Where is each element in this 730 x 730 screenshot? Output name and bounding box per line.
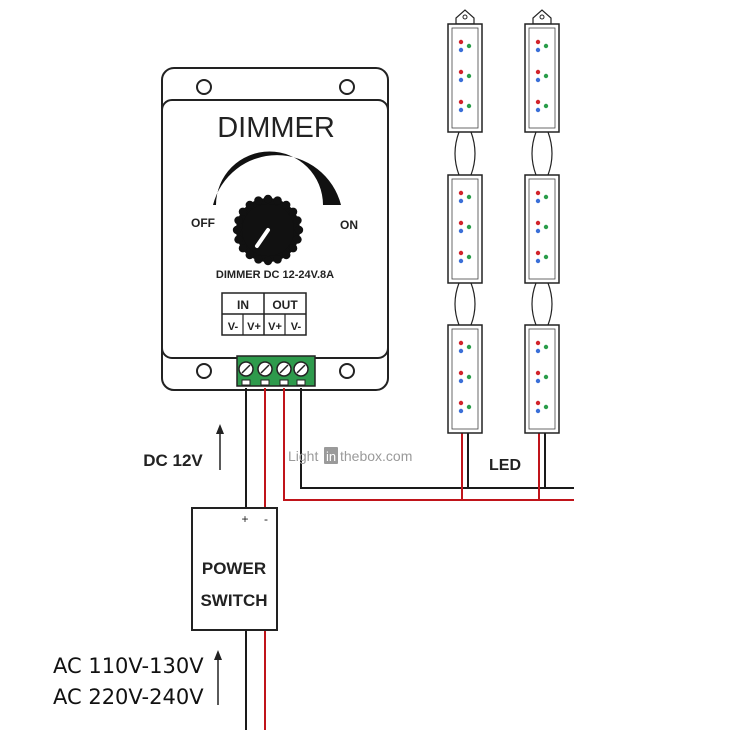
- rgb-led: [458, 250, 472, 264]
- in-label: IN: [237, 298, 249, 312]
- rgb-led: [458, 370, 472, 384]
- mounting-hole: [339, 79, 355, 95]
- dimmer-title: DIMMER: [217, 112, 335, 144]
- rgb-led: [535, 400, 549, 414]
- led-module: [524, 23, 560, 133]
- mounting-hole: [339, 363, 355, 379]
- led-strips: [447, 9, 560, 434]
- watermark: Light in thebox.com: [288, 447, 412, 464]
- led-module: [524, 174, 560, 284]
- led-module: [447, 174, 483, 284]
- terminal-label-block: IN OUT V- V+ V+ V-: [221, 292, 307, 336]
- led-label: LED: [489, 457, 521, 474]
- knob-pointer: [255, 228, 270, 248]
- watermark-boxed: in: [326, 449, 336, 464]
- terminal-screw: [257, 361, 273, 386]
- terminal-screw: [238, 361, 254, 386]
- terminal-label-2: V+: [247, 321, 261, 333]
- terminal-screw: [276, 361, 292, 386]
- led-strip: [447, 9, 483, 434]
- on-label: ON: [340, 218, 358, 232]
- led-strip: [524, 9, 560, 434]
- rgb-led: [458, 340, 472, 354]
- power-minus-label: -: [264, 512, 268, 526]
- rgb-led: [535, 220, 549, 234]
- wiring: [245, 388, 574, 730]
- rgb-led: [535, 340, 549, 354]
- led-module: [447, 324, 483, 434]
- dimmer-knob[interactable]: [232, 194, 304, 266]
- watermark-suffix: thebox.com: [340, 448, 412, 464]
- dimming-arc: [213, 151, 341, 205]
- dimmer-spec: DIMMER DC 12-24V.8A: [216, 269, 334, 281]
- mounting-hole: [196, 79, 212, 95]
- power-plus-label: +: [241, 512, 248, 526]
- rgb-led: [458, 69, 472, 83]
- rgb-led: [535, 250, 549, 264]
- rgb-led: [458, 400, 472, 414]
- led-module: [524, 324, 560, 434]
- watermark-prefix: Light: [288, 448, 318, 464]
- rgb-led: [535, 69, 549, 83]
- rgb-led: [535, 190, 549, 204]
- ac-label-2: AC 220V-240V: [53, 685, 204, 709]
- dc-label: DC 12V: [143, 451, 203, 470]
- screw-terminal-block: [236, 355, 316, 387]
- ac-label-1: AC 110V-130V: [53, 654, 204, 678]
- rgb-led: [458, 99, 472, 113]
- terminal-label-3: V+: [268, 321, 282, 333]
- wire-out-positive: [283, 388, 574, 501]
- wire-out-negative: [300, 388, 574, 489]
- led-module: [447, 23, 483, 133]
- rgb-led: [535, 370, 549, 384]
- rgb-led: [458, 190, 472, 204]
- dimmer-unit: DIMMER OFF ON DIMMER DC 12-24V.8A IN OUT…: [161, 67, 389, 391]
- power-switch-line1: POWER: [202, 559, 266, 578]
- rgb-led: [458, 39, 472, 53]
- rgb-led: [535, 99, 549, 113]
- power-switch-line2: SWITCH: [200, 591, 267, 610]
- terminal-screw: [293, 361, 309, 386]
- rgb-led: [458, 220, 472, 234]
- out-label: OUT: [272, 298, 298, 312]
- mounting-hole: [196, 363, 212, 379]
- current-arrows: [214, 424, 224, 705]
- rgb-led: [535, 39, 549, 53]
- power-switch-box: + - POWER SWITCH: [191, 507, 278, 631]
- terminal-label-4: V-: [291, 321, 302, 333]
- off-label: OFF: [191, 216, 215, 230]
- terminal-label-1: V-: [228, 321, 239, 333]
